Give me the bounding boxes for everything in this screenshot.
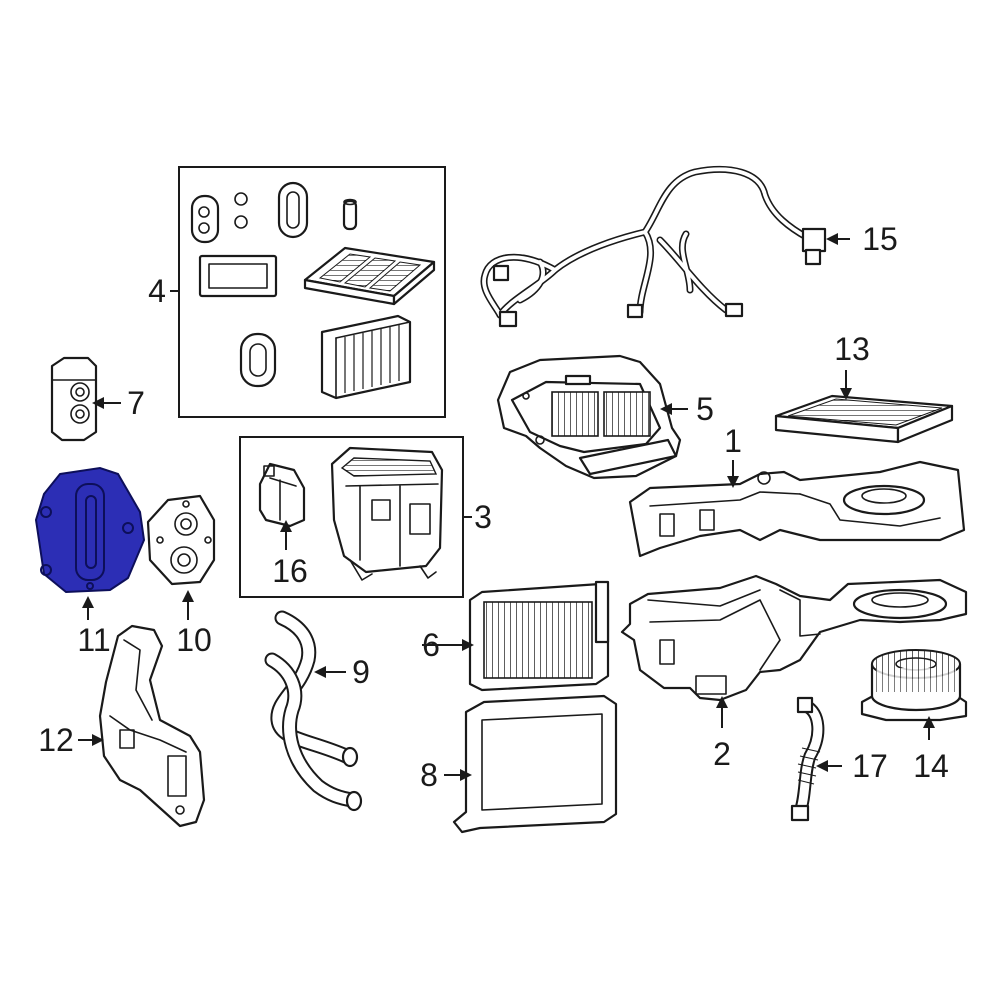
callout-3: 3 xyxy=(474,499,492,535)
oval-seal-part xyxy=(277,181,309,239)
cabin-filter-part xyxy=(774,394,954,444)
callout-5: 5 xyxy=(696,391,714,427)
expansion-valve-part xyxy=(50,356,98,442)
callout-14: 14 xyxy=(913,748,949,784)
callout-9: 9 xyxy=(352,654,370,690)
callout-10: 10 xyxy=(176,622,212,658)
heater-hose-part xyxy=(264,610,363,812)
callout-4: 4 xyxy=(148,273,166,309)
rectangular-gasket-part xyxy=(198,254,278,298)
filter-panel-part xyxy=(303,246,436,306)
seal-kit-box xyxy=(178,166,446,418)
callout-2: 2 xyxy=(713,736,731,772)
lower-housing-part xyxy=(620,574,968,702)
pin-part xyxy=(342,198,358,231)
air-duct-part xyxy=(98,624,206,828)
evaporator-core-part xyxy=(468,580,610,692)
callout-6: 6 xyxy=(422,627,440,663)
blower-housing-part xyxy=(496,354,682,480)
callout-8: 8 xyxy=(420,757,438,793)
callout-17: 17 xyxy=(852,748,888,784)
core-seal-part xyxy=(320,314,412,400)
callout-11: 11 xyxy=(77,622,110,658)
callout-1: 1 xyxy=(724,423,742,459)
callout-labels: 1 2 3 4 5 6 7 8 9 10 11 12 13 14 15 16 1… xyxy=(38,221,949,793)
hvac-module-part xyxy=(330,446,444,581)
o-ring-part xyxy=(234,192,248,206)
o-ring-part xyxy=(234,215,248,229)
actuator-part xyxy=(258,462,306,528)
module-kit-box xyxy=(239,436,464,598)
callout-16: 16 xyxy=(272,553,308,589)
hose-connector-part xyxy=(790,696,825,822)
blower-motor-part xyxy=(860,649,968,722)
heater-core-part xyxy=(452,694,618,834)
highlighted-cover-part xyxy=(34,466,146,594)
callout-15: 15 xyxy=(862,221,898,257)
leader-lines xyxy=(78,233,935,781)
callout-7: 7 xyxy=(127,385,145,421)
wiring-harness-part xyxy=(480,165,827,328)
grommet-part xyxy=(190,194,220,244)
callout-13: 13 xyxy=(834,331,870,367)
upper-housing-part xyxy=(628,460,966,558)
gasket-plate-part xyxy=(146,494,216,586)
oval-grommet-part xyxy=(239,332,277,388)
callout-12: 12 xyxy=(38,722,74,758)
